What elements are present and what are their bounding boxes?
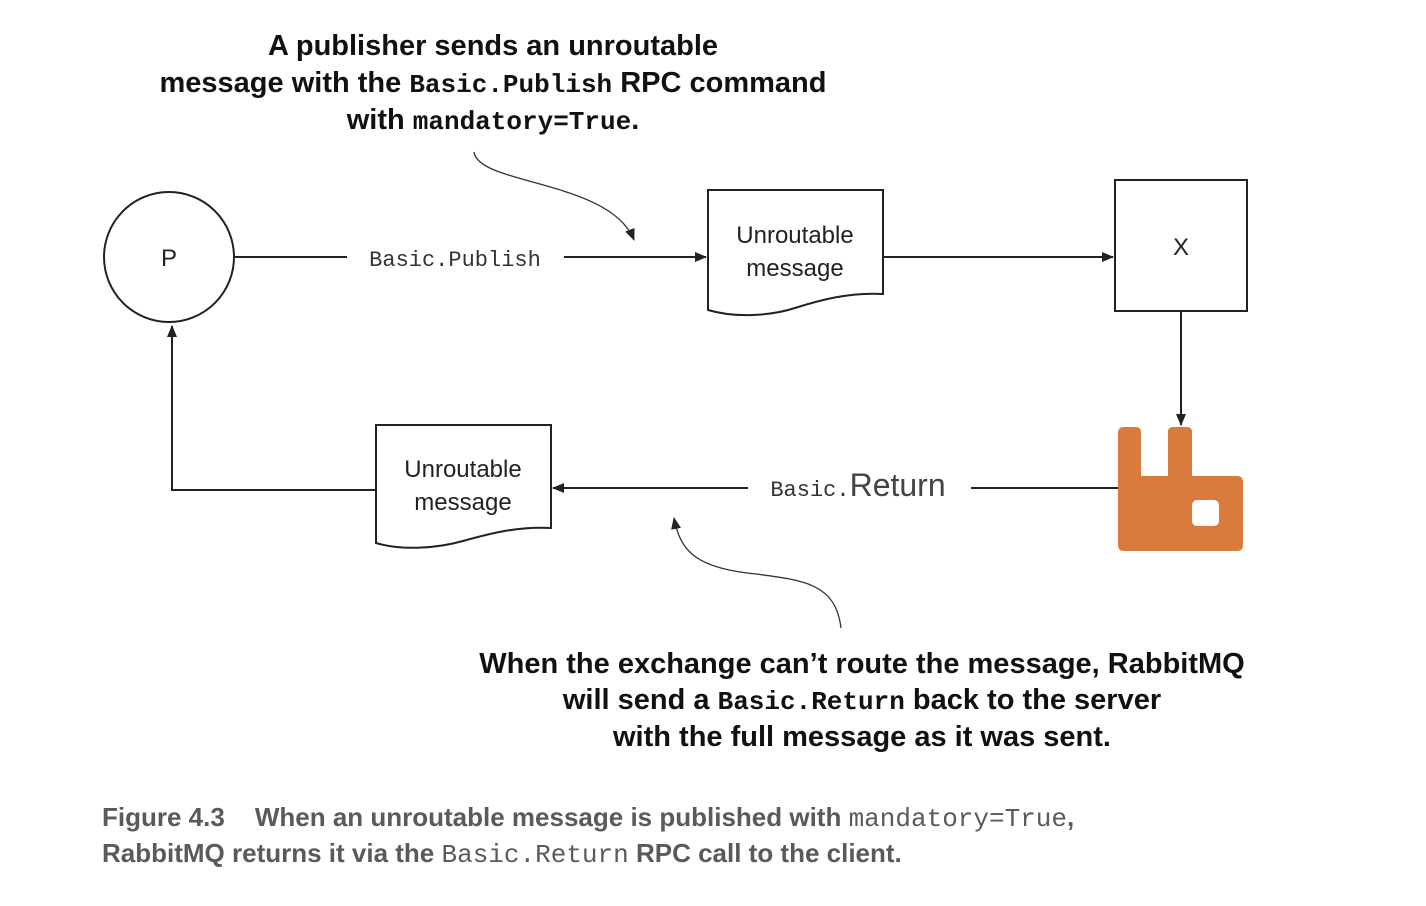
message-top-label-line2: message	[746, 255, 843, 282]
bottom-annotation-line3: with the full message as it was sent.	[612, 721, 1111, 753]
publish-edge-label: Basic.Publish	[369, 248, 541, 273]
top-annotation-line3: with mandatory=True.	[346, 104, 640, 137]
top-annotation-line1: A publisher sends an unroutable	[268, 30, 718, 62]
bottom-annotation-pointer	[671, 517, 842, 629]
message-to-publisher-edge	[167, 325, 376, 491]
exchange-node: X	[1114, 179, 1248, 312]
message-bottom-label-line1: Unroutable	[404, 456, 521, 483]
top-annotation: A publisher sends an unroutable message …	[160, 30, 827, 137]
bottom-annotation: When the exchange can’t route the messag…	[479, 648, 1244, 753]
message-bottom-label-line2: message	[414, 489, 511, 516]
bottom-annotation-line2: will send a Basic.Return back to the ser…	[562, 684, 1161, 717]
figure-label: Figure 4.3	[102, 802, 225, 832]
top-annotation-pointer	[473, 151, 635, 241]
message-top-node: Unroutable message	[707, 189, 884, 317]
top-annotation-line2: message with the Basic.Publish RPC comma…	[160, 67, 827, 100]
return-edge-label: Basic.Return	[770, 467, 945, 503]
exchange-label: X	[1173, 234, 1189, 261]
publisher-label: P	[161, 245, 177, 272]
message-bottom-node: Unroutable message	[375, 424, 552, 549]
publisher-node: P	[103, 191, 235, 323]
rabbitmq-logo-icon	[1118, 427, 1243, 551]
caption-line2: RabbitMQ returns it via the Basic.Return…	[102, 838, 902, 870]
message-top-label-line1: Unroutable	[736, 222, 853, 249]
bottom-annotation-line1: When the exchange can’t route the messag…	[479, 648, 1244, 680]
